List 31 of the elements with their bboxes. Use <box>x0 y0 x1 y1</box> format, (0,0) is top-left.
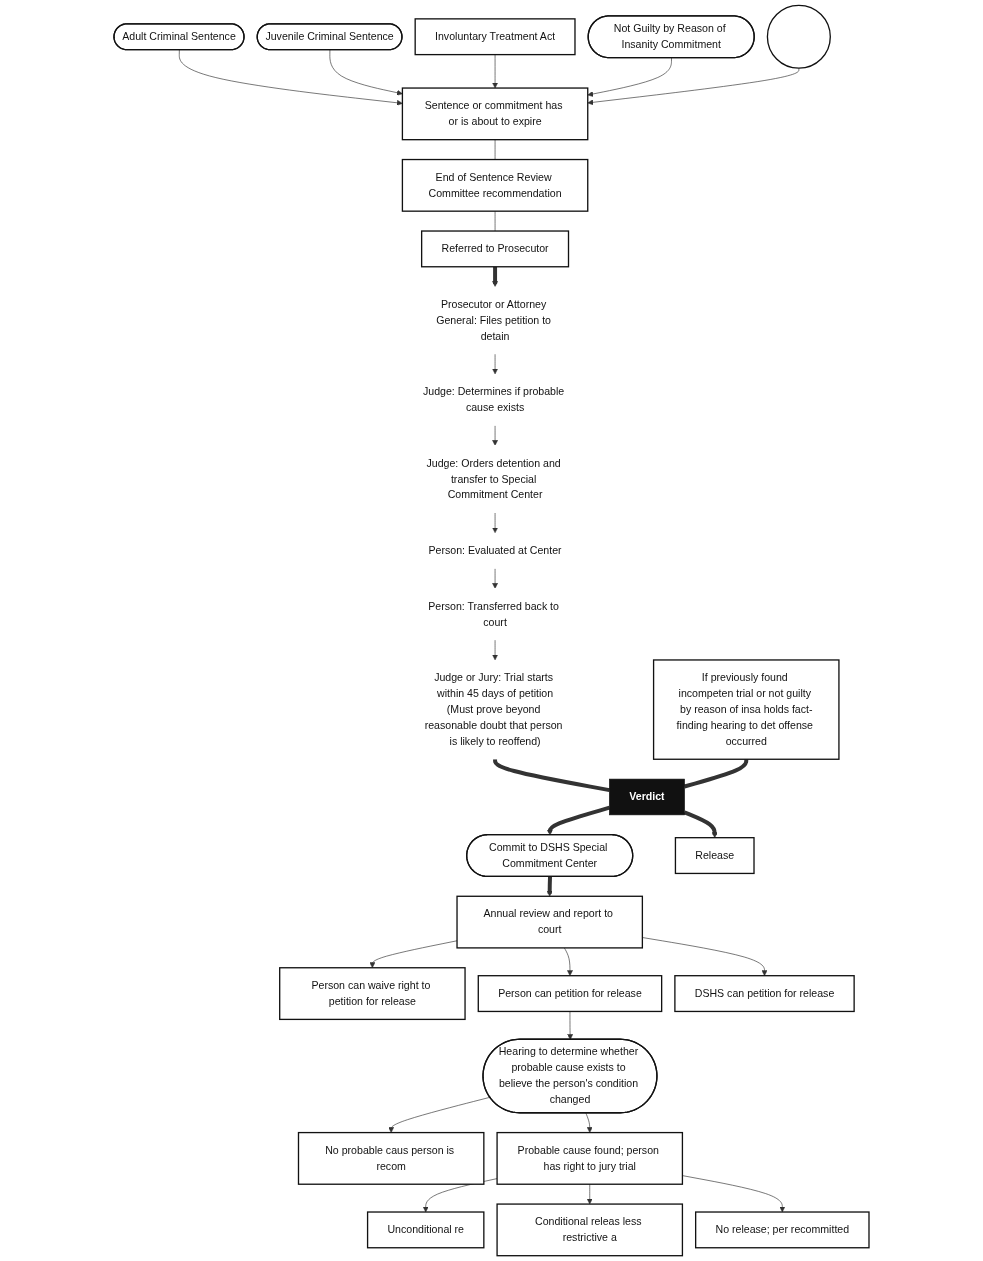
node-circle <box>766 4 831 69</box>
node-box: Probable cause found; person has right to jury trial <box>496 1131 684 1185</box>
connector <box>494 139 496 160</box>
node-box: DSHS can petition for release <box>674 975 855 1013</box>
arrow <box>546 876 553 897</box>
node-box: If previously found incompeten trial or not guilty by reason of insa holds fact-finding hearing to det offense occurred <box>652 659 840 760</box>
node-text: Prosecutor or Attorney General: Files petition to detain <box>436 298 551 342</box>
node-text: Person: Evaluated at Center <box>428 544 562 557</box>
node-text: Judge: Orders detention and transfer to Special Commitment Center <box>426 457 561 501</box>
node-box: Person can petition for release <box>477 975 663 1013</box>
node-box: End of Sentence Review Committee recommendation <box>401 158 589 212</box>
connector <box>683 758 749 789</box>
node-box: Referred to Prosecutor <box>421 230 570 268</box>
node-box: Unconditional re <box>366 1211 485 1249</box>
node-box: No release; per recommitted <box>695 1211 870 1249</box>
node-text: Person: Transferred back to court <box>428 600 559 628</box>
connector <box>493 758 610 793</box>
connector <box>494 210 496 232</box>
node-box: Sentence or commitment has or is about to expire <box>401 87 589 141</box>
node-box: No probable caus person is recom <box>297 1131 485 1185</box>
arrow <box>492 266 498 287</box>
node-box: Involuntary Treatment Act <box>414 18 576 56</box>
node-box: Release <box>674 837 755 875</box>
arrow <box>546 805 610 836</box>
node-box: Annual review and report to court <box>456 895 644 949</box>
node-text: Judge or Jury: Trial starts within 45 days of petition (Must prove beyond reasonable doubt that person is likely to reoffend) <box>424 671 563 747</box>
node-box: Person can waive right to petition for release <box>279 967 466 1021</box>
node-box: Conditional releas less restrictive a <box>496 1203 684 1257</box>
arrow <box>683 810 718 838</box>
node-box: Verdict <box>609 778 685 816</box>
node-text: Judge: Determines if probable cause exists <box>422 385 565 414</box>
